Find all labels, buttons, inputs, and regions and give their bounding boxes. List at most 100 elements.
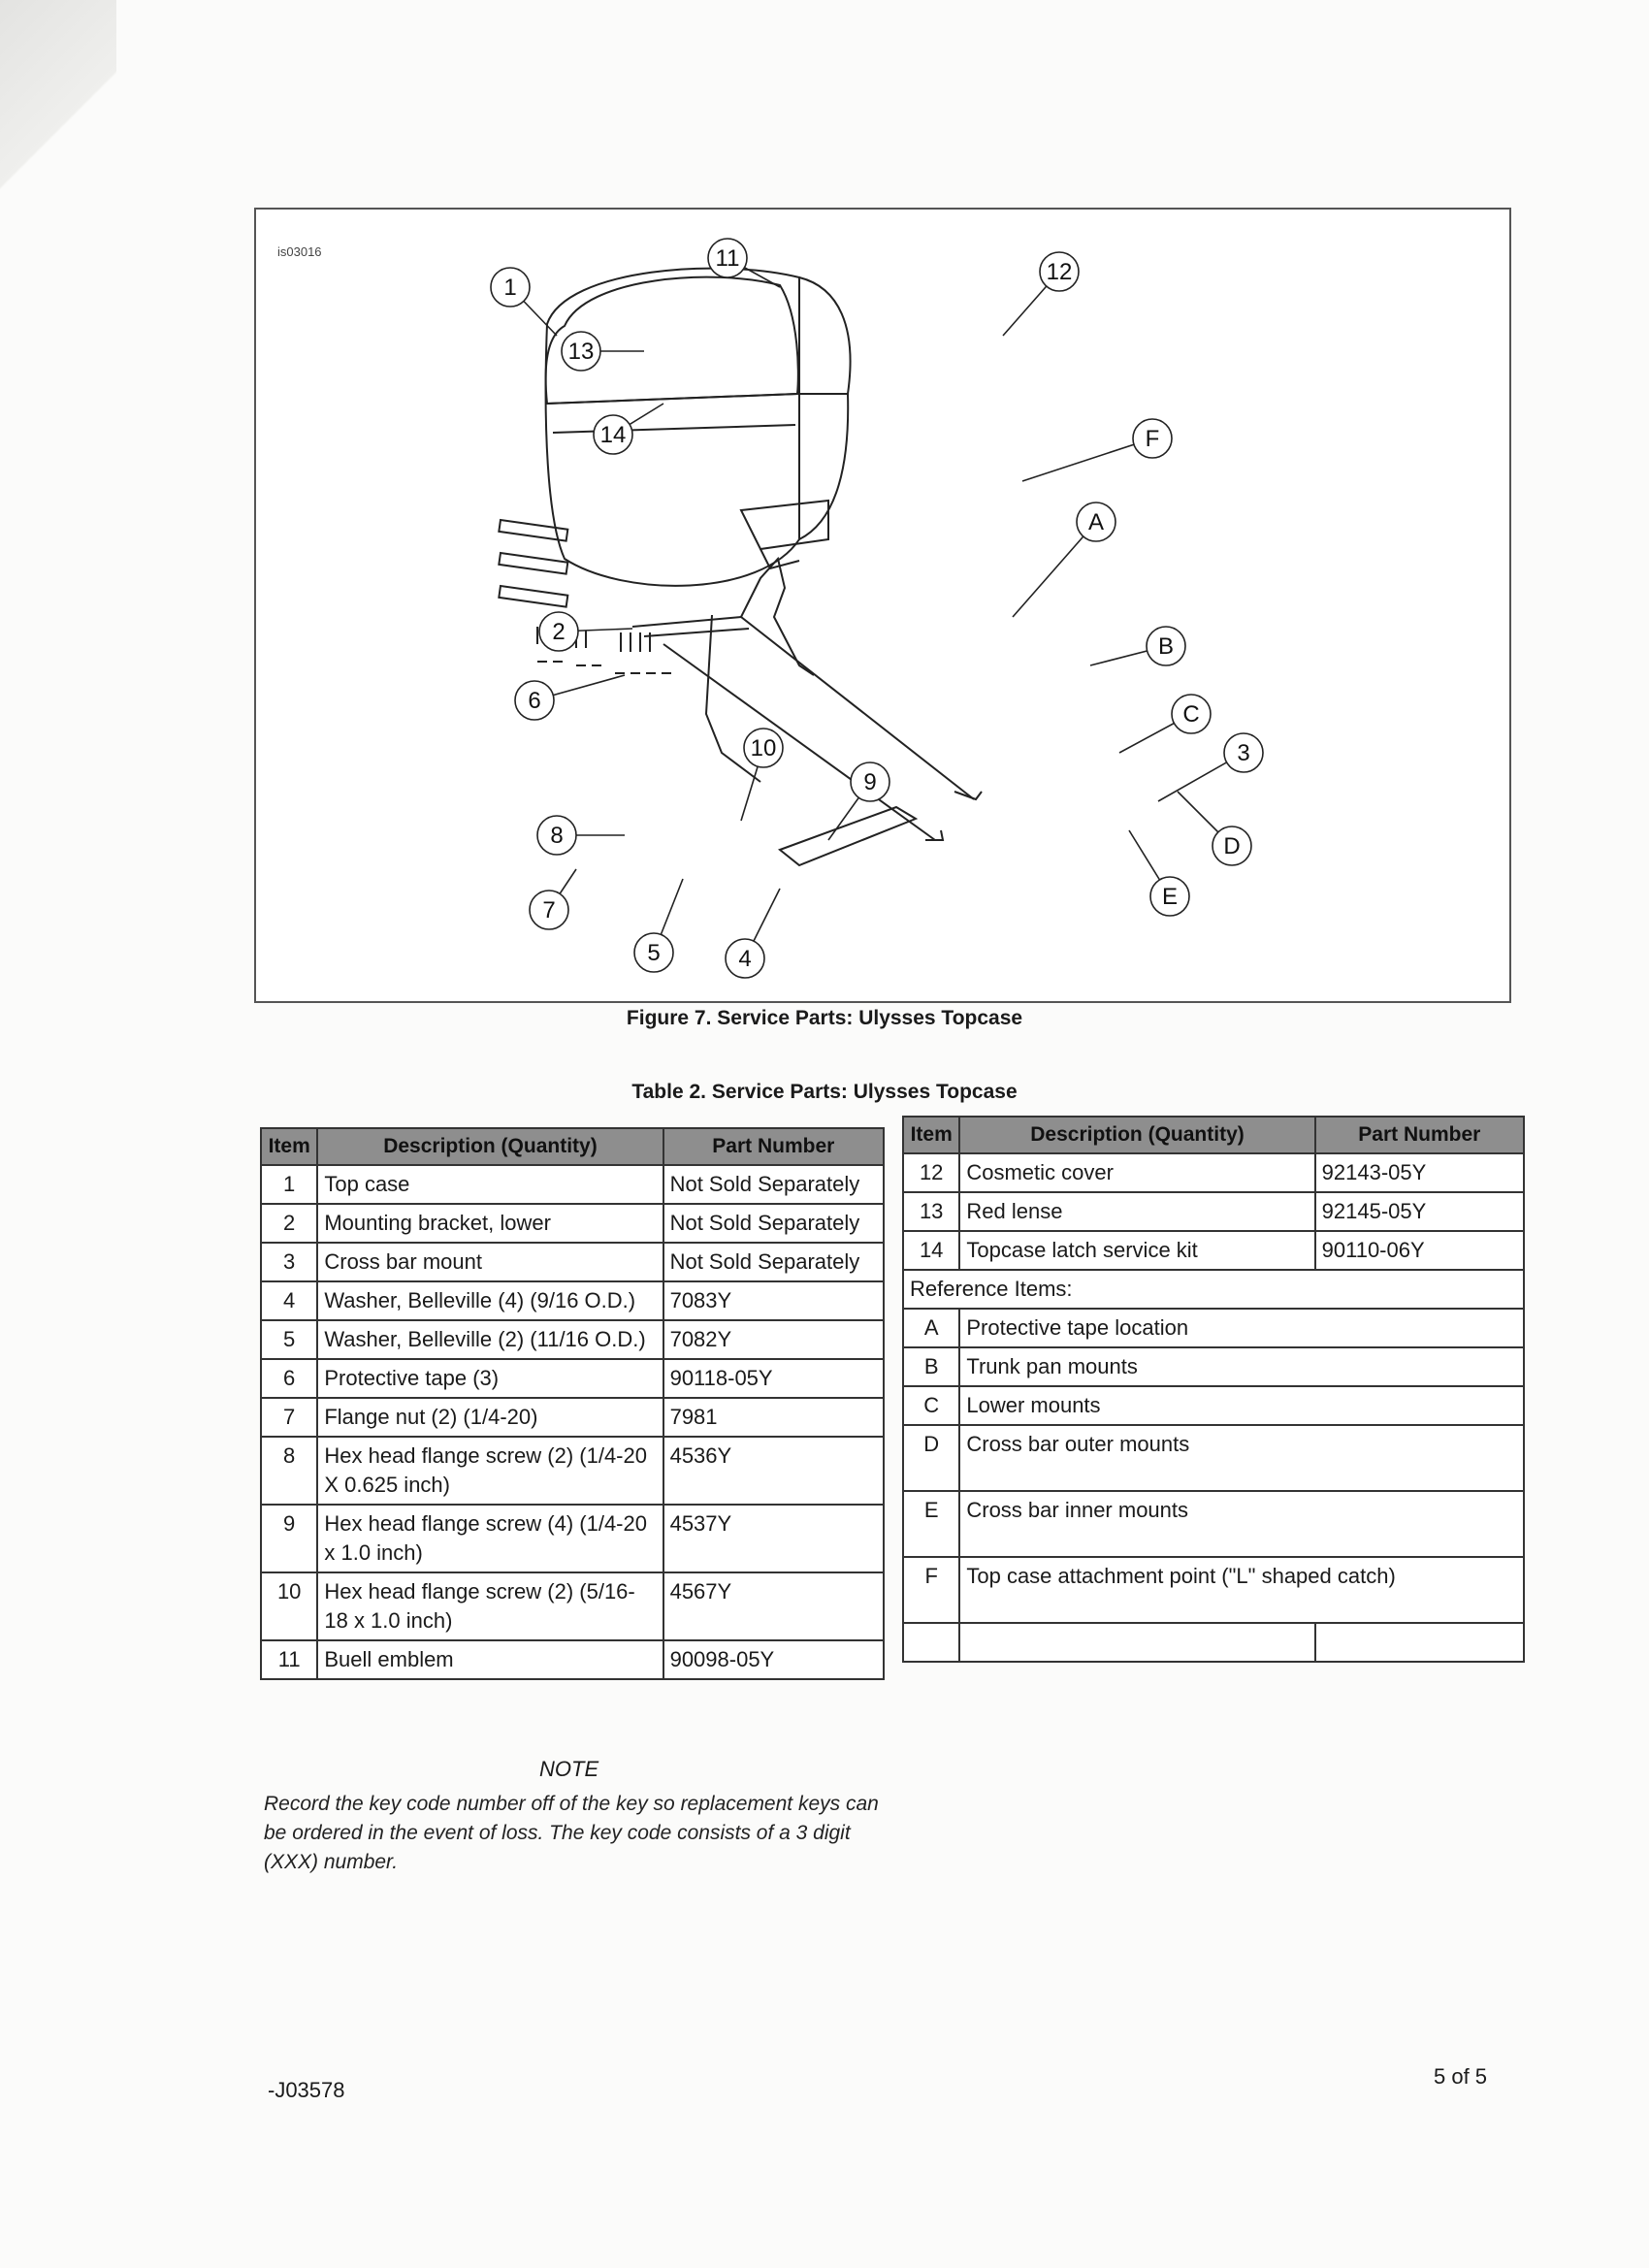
reference-description-cell: Lower mounts [958,1385,1525,1426]
description-cell: Washer, Belleville (4) (9/16 O.D.) [316,1280,664,1321]
col-header-description: Description (Quantity) [958,1116,1316,1154]
description-cell: Hex head flange screw (2) (5/16-18 x 1.0… [316,1571,664,1641]
callout-circle [1076,502,1116,542]
callout-circle [593,414,633,455]
callout-label: 14 [600,422,627,448]
callout-F: F [1021,418,1173,482]
col-header-part-number: Part Number [1313,1116,1526,1154]
callout-circle [1212,826,1252,866]
callout-label: 13 [568,339,595,365]
callout-label: A [1088,509,1104,535]
reference-item-cell: B [901,1346,961,1387]
callout-circle [538,611,579,652]
reference-description-cell: Protective tape location [958,1308,1525,1348]
reference-description-cell: Top case attachment point ("L" shaped ca… [958,1556,1525,1624]
description-cell: Protective tape (3) [316,1358,664,1399]
col-header-item: Item [259,1127,319,1166]
reference-item-cell: C [901,1385,961,1426]
table-caption: Table 2. Service Parts: Ulysses Topcase [631,1081,1018,1103]
figure-id-label: is03016 [277,244,322,259]
callout-label: 5 [647,940,660,966]
callout-label: 4 [738,946,751,972]
callout-3: 3 [1157,732,1264,802]
callout-9: 9 [827,761,890,841]
callout-label: 1 [503,275,516,301]
part-number-cell: Not Sold Separately [662,1164,886,1205]
item-cell: 9 [259,1504,319,1573]
item-cell: 6 [259,1358,319,1399]
callout-circle [1146,626,1186,666]
description-cell: Topcase latch service kit [958,1230,1316,1271]
item-cell: 11 [259,1639,319,1680]
note-body: Record the key code number off of the ke… [264,1793,879,1873]
table-header-row: Item Description (Quantity) Part Number [259,1127,886,1166]
callout-label: E [1162,884,1178,910]
callout-label: D [1223,833,1240,859]
callout-E: E [1128,829,1190,917]
description-cell: Flange nut (2) (1/4-20) [316,1397,664,1438]
part-number-cell: 90110-06Y [1313,1230,1526,1271]
service-parts-figure: is03016 [254,208,1511,1003]
callout-circle [561,331,601,372]
part-number-cell: 7082Y [662,1319,886,1360]
item-cell: 10 [259,1571,319,1641]
part-number-cell: 7083Y [662,1280,886,1321]
item-cell: 2 [259,1203,319,1244]
reference-description-cell: Cross bar inner mounts [958,1490,1525,1558]
col-header-item: Item [901,1116,961,1154]
description-cell: Top case [316,1164,664,1205]
callout-circle [1171,694,1212,734]
callout-14: 14 [593,403,664,455]
callout-leader [1012,521,1097,618]
callout-D: D [1177,791,1252,866]
reference-item-cell: E [901,1490,961,1558]
empty-cell [901,1622,961,1663]
callout-circle [725,938,765,979]
item-cell: 14 [901,1230,961,1271]
callout-label: 9 [863,769,876,795]
description-cell: Cosmetic cover [958,1152,1316,1193]
callout-2: 2 [538,611,633,652]
part-number-cell: Not Sold Separately [662,1242,886,1282]
description-cell: Hex head flange screw (4) (1/4-20 x 1.0 … [316,1504,664,1573]
callout-circle [529,890,569,930]
callout-6: 6 [514,674,626,721]
callout-label: 3 [1237,740,1249,766]
callout-13: 13 [561,331,644,372]
description-cell: Washer, Belleville (2) (11/16 O.D.) [316,1319,664,1360]
callout-8: 8 [536,815,625,856]
parts-table-left: Item Description (Quantity) Part Number … [259,1127,886,1680]
empty-row [901,1622,1526,1663]
item-cell: 8 [259,1436,319,1506]
callout-label: F [1146,426,1160,452]
top-case-lid [544,275,799,405]
callout-circle [743,728,784,768]
empty-cell [1313,1622,1526,1663]
callout-label: C [1182,701,1199,728]
document-id: -J03578 [268,2078,345,2102]
callout-A: A [1012,502,1116,618]
item-cell: 13 [901,1191,961,1232]
reference-description-cell: Cross bar outer mounts [958,1424,1525,1492]
callout-label: B [1158,633,1174,660]
callout-B: B [1089,626,1186,666]
lower-bracket-shape [631,615,975,800]
reference-description-cell: Trunk pan mounts [958,1346,1525,1387]
top-case-shape [544,267,800,587]
callout-label: 12 [1047,259,1073,285]
cross-bar-mount-shape [777,805,919,867]
note-heading: NOTE [539,1757,599,1781]
callout-4: 4 [725,888,781,979]
callout-label: 11 [716,245,740,272]
